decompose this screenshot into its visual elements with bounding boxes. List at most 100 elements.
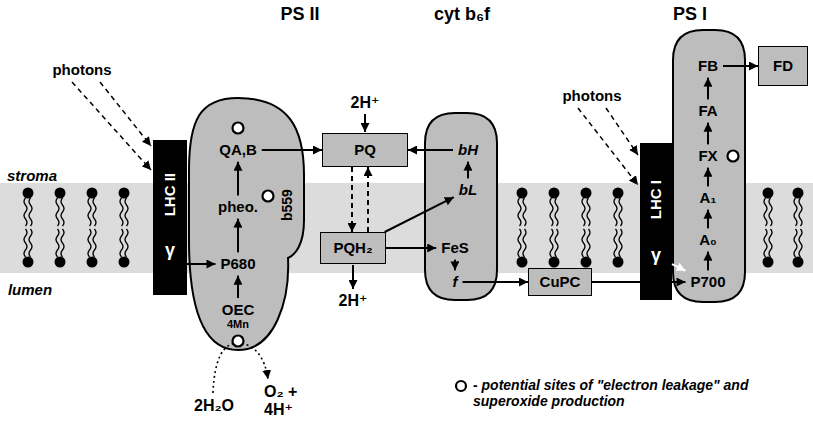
complex-heading: cyt b₆f — [434, 4, 490, 25]
node-label: pheo. — [218, 198, 258, 215]
lipid — [763, 229, 774, 268]
node-label: bH — [458, 141, 478, 158]
node-label: P700 — [690, 273, 725, 290]
electron-transfer-arrow — [463, 281, 529, 283]
complex-outline — [423, 111, 499, 302]
electron-transfer-arrow — [454, 260, 456, 271]
electron-transfer-arrow — [707, 78, 709, 100]
electron-transfer-arrow — [386, 247, 436, 249]
leakage-site — [263, 191, 274, 202]
leakage-site — [233, 123, 244, 134]
lipid — [23, 188, 34, 227]
node-label: FX — [698, 147, 717, 164]
electron-transfer-arrow — [385, 197, 454, 232]
cofactor-label: P680 — [218, 255, 257, 272]
node-label: QA,B — [219, 141, 257, 158]
electron-transfer-arrow — [707, 123, 709, 145]
proton-label: 2H⁺ — [339, 292, 368, 310]
electron-transfer-arrow — [723, 65, 758, 67]
lipid — [549, 188, 560, 227]
cofactor-label: b559 — [279, 187, 295, 223]
cofactor-label: FX — [696, 147, 719, 164]
node-label: b559 — [279, 189, 295, 221]
proton-label: 2H⁺ — [351, 94, 380, 112]
electron-transfer-arrow — [237, 276, 239, 298]
lipid — [581, 188, 592, 227]
electron-transfer-arrow — [707, 210, 709, 229]
node-label: PQ — [354, 141, 376, 158]
antenna-complex: LHC IIγ — [153, 140, 187, 295]
node-label: f — [453, 273, 458, 290]
node-label: FD — [773, 57, 793, 74]
node-label: 4Mn — [227, 318, 249, 331]
complex-heading: PS I — [673, 4, 707, 25]
electron-transfer-arrow — [672, 264, 685, 271]
protein-complex: PS IFBFAFXA₁A₀P700 — [671, 28, 747, 304]
substrate-label: 2H₂O — [194, 397, 234, 415]
electron-transfer-arrow — [367, 167, 369, 232]
electron-transfer-arrow — [262, 149, 322, 151]
electron-transfer-arrow — [707, 252, 709, 271]
electron-transfer-arrow — [237, 162, 239, 196]
carrier-box: PQH₂ — [320, 232, 386, 264]
protein-complex: PS IIQA,Bpheo.P680OEC4Mnb559 — [186, 96, 306, 352]
electron-transfer-arrow — [351, 167, 353, 232]
node-label: γ — [165, 240, 175, 261]
cofactor-label: P700 — [688, 273, 727, 290]
node-label: FB — [698, 57, 718, 74]
cofactor-label: pheo. — [216, 198, 260, 215]
lipid — [613, 229, 624, 268]
lipid — [549, 229, 560, 268]
legend-symbol-circle — [456, 381, 466, 391]
electron-transfer-arrow — [237, 219, 239, 253]
photon-arrow — [578, 108, 638, 185]
antenna-complex: LHC Iγ — [640, 143, 672, 300]
photon-label: photons — [562, 87, 621, 104]
cofactor-label: FB — [696, 57, 720, 74]
node-label: γ — [651, 245, 661, 266]
lipid — [763, 188, 774, 227]
cofactor-label: QA,B — [217, 141, 259, 158]
cofactor-label: bL — [457, 181, 479, 198]
proton-arrow — [364, 114, 366, 132]
photon-arrow — [72, 82, 151, 170]
lipid — [793, 229, 804, 268]
lipid — [581, 229, 592, 268]
lipid — [793, 188, 804, 227]
lipid — [119, 229, 130, 268]
cofactor-label: OEC4Mn — [220, 301, 257, 331]
protein-complex: cyt b₆fbHbLFeSf — [423, 111, 499, 302]
lipid — [87, 188, 98, 227]
electron-transfer-arrow — [408, 149, 453, 151]
node-label: FA — [698, 102, 717, 119]
complex-heading: PS II — [280, 4, 319, 25]
node-label: OEC — [222, 301, 255, 318]
lipid — [517, 188, 528, 227]
node-label: PQH₂ — [333, 239, 372, 256]
photon-arrow — [606, 108, 638, 155]
node-label: A₁ — [699, 189, 716, 206]
carrier-box: PQ — [322, 133, 408, 167]
carrier-box: CuPC — [528, 268, 592, 296]
electron-transfer-arrow — [707, 168, 709, 187]
legend-symbol — [454, 379, 468, 393]
electron-transfer-arrow — [187, 263, 215, 265]
node-label: P680 — [220, 255, 255, 272]
lipid — [23, 229, 34, 268]
lipid — [119, 188, 130, 227]
proton-arrow — [352, 265, 354, 289]
electron-transfer-arrow — [592, 281, 685, 283]
legend-text: - potential sites of "electron leakage" … — [473, 377, 809, 409]
carrier-box: FD — [758, 46, 808, 86]
leakage-site — [233, 336, 244, 347]
lipid — [55, 188, 66, 227]
cofactor-label: f — [451, 273, 460, 290]
cofactor-label: bH — [456, 141, 480, 158]
electron-transfer-arrow — [467, 162, 469, 179]
node-label: CuPC — [540, 273, 581, 290]
product-label: O₂ + 4H⁺ — [264, 383, 310, 420]
node-label: bL — [459, 181, 477, 198]
complex-outline-path — [189, 98, 304, 350]
